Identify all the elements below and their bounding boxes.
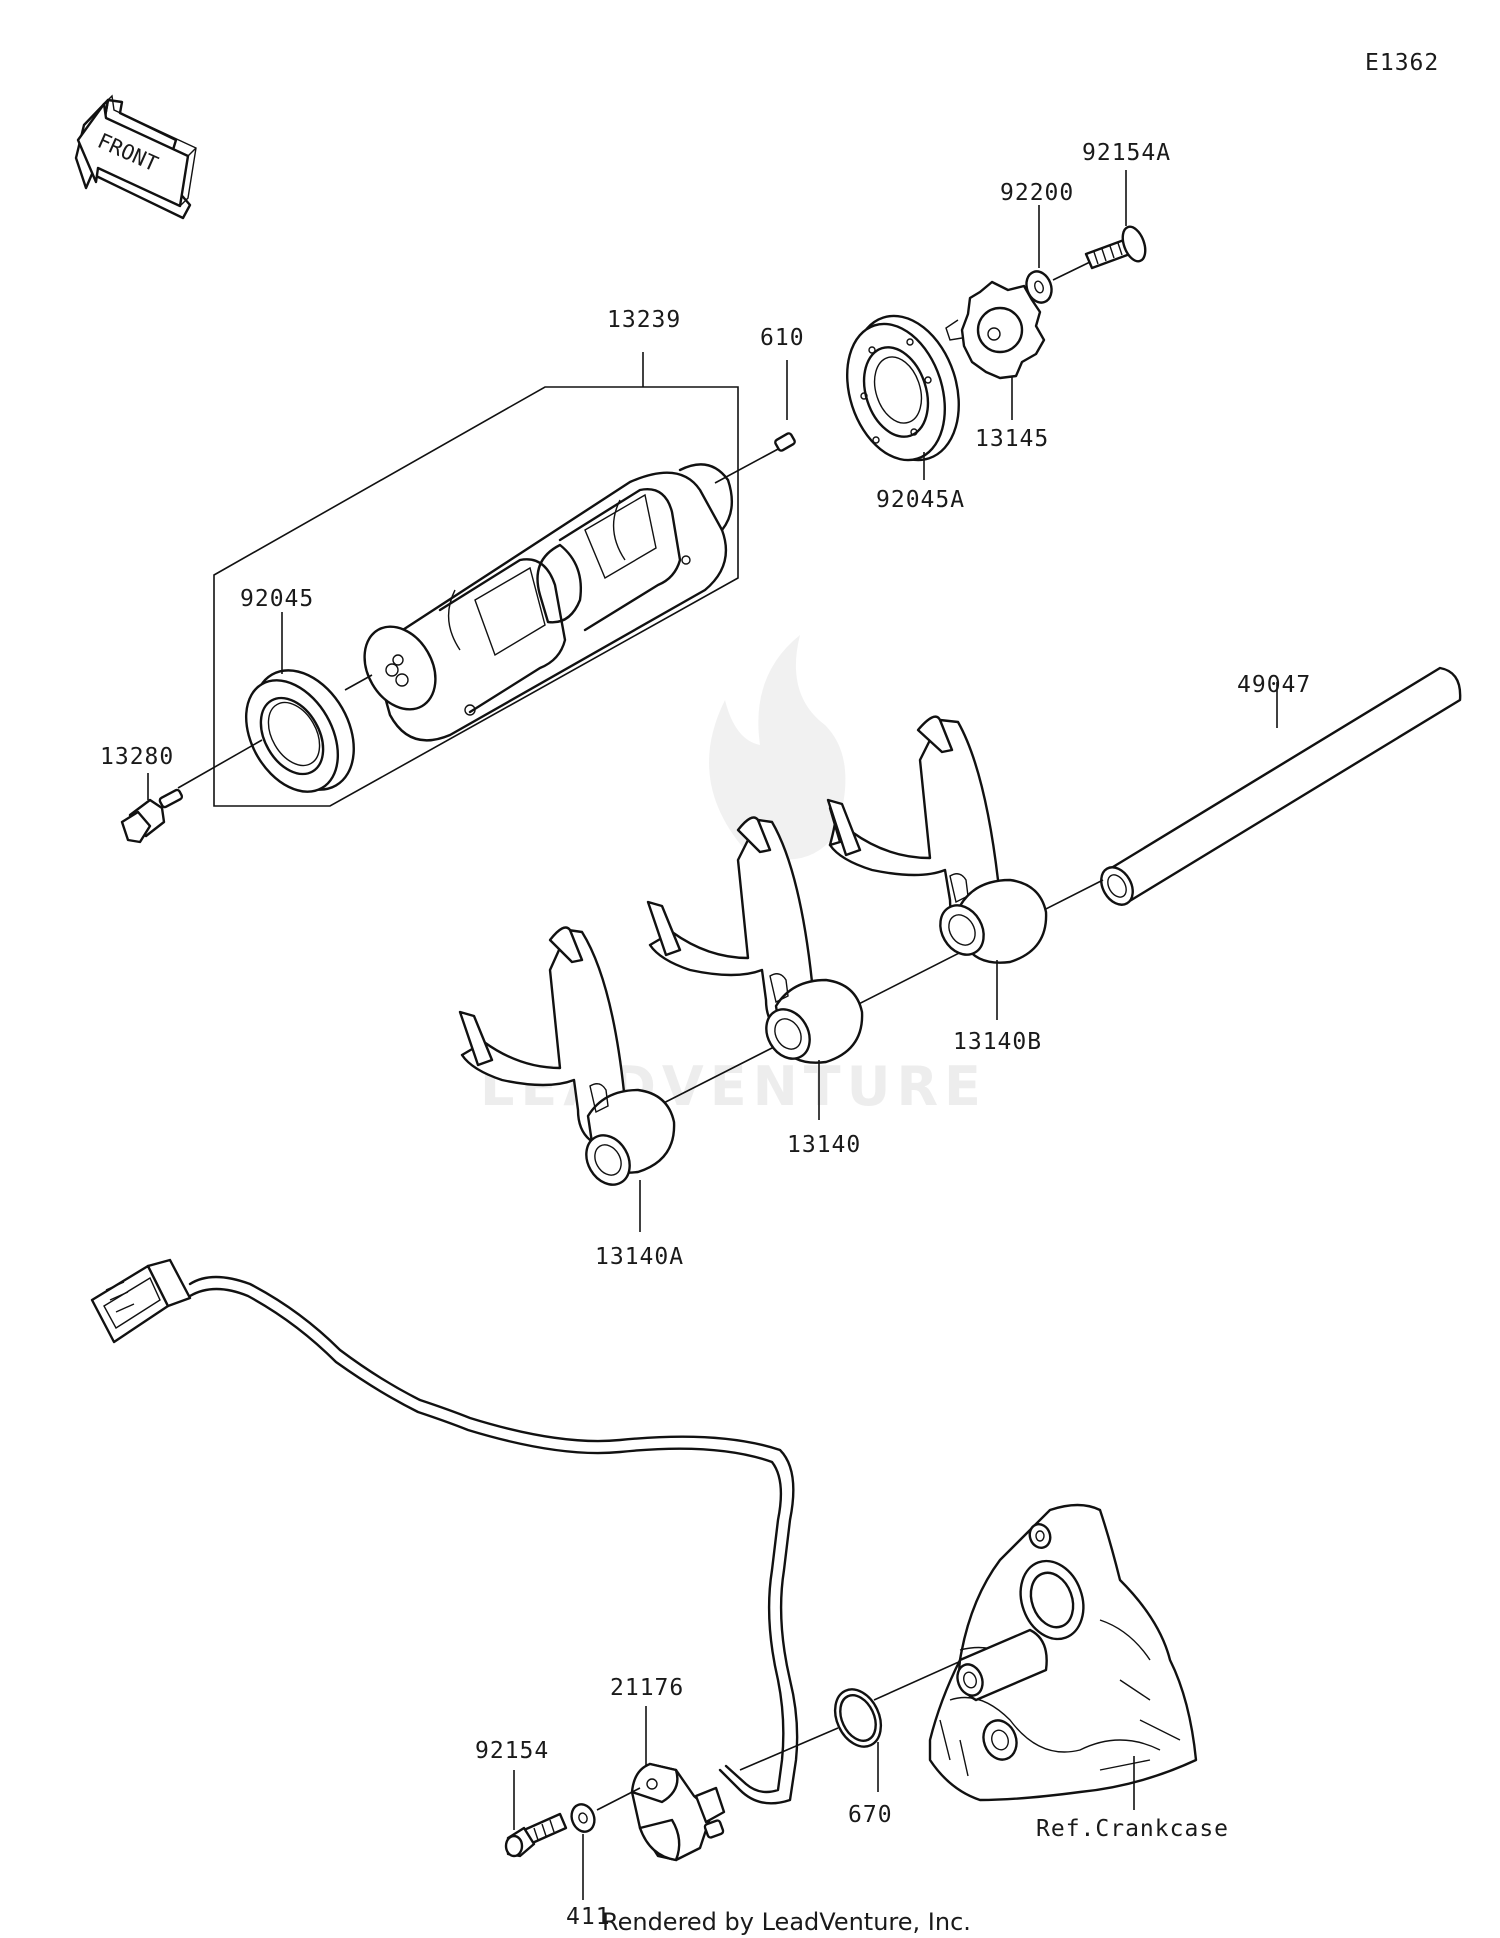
label-21176: 21176 (610, 1675, 684, 1701)
part-610-pin[interactable] (714, 360, 796, 484)
label-92045A: 92045A (876, 487, 965, 513)
label-610: 610 (760, 325, 805, 351)
label-ref-crankcase: Ref.Crankcase (1036, 1816, 1229, 1842)
part-49047-shift-rod[interactable] (1095, 666, 1462, 910)
leadventure-watermark: LEADVENTURE (480, 635, 987, 1118)
label-92045: 92045 (240, 586, 314, 612)
footer-credit: Rendered by LeadVenture, Inc. (602, 1908, 971, 1936)
part-21176-gear-position-sensor[interactable] (630, 1706, 726, 1862)
label-13140A: 13140A (595, 1244, 684, 1270)
front-direction-arrow-icon: FRONT (74, 94, 197, 220)
label-13140: 13140 (787, 1132, 861, 1158)
part-13140-shift-fork[interactable] (646, 816, 864, 1120)
part-92045-bearing[interactable] (227, 612, 374, 808)
label-92154: 92154 (475, 1738, 549, 1764)
part-92200-washer[interactable] (1022, 205, 1091, 306)
svg-text:LEADVENTURE: LEADVENTURE (480, 1055, 987, 1118)
label-13145: 13145 (975, 426, 1049, 452)
label-49047: 49047 (1237, 672, 1311, 698)
part-13140A-shift-fork[interactable] (458, 926, 676, 1232)
part-13280-pin[interactable] (120, 739, 263, 844)
label-411: 411 (566, 1904, 611, 1930)
label-13280: 13280 (100, 744, 174, 770)
label-13140B: 13140B (953, 1029, 1042, 1055)
part-13140B-shift-fork[interactable] (826, 715, 1048, 1020)
label-670: 670 (848, 1802, 893, 1828)
label-13239: 13239 (607, 307, 681, 333)
part-13239-shift-drum[interactable] (213, 352, 739, 807)
label-92200: 92200 (1000, 180, 1074, 206)
part-670-o-ring[interactable] (739, 1629, 1031, 1792)
part-411-washer[interactable] (568, 1787, 641, 1900)
gear-position-sensor-harness[interactable] (90, 1258, 799, 1805)
part-92154A-bolt[interactable] (1084, 170, 1150, 270)
label-92154A: 92154A (1082, 140, 1171, 166)
part-92045A-bearing[interactable] (831, 302, 977, 480)
part-13145-gear-positioning[interactable] (945, 280, 1046, 420)
part-92154-bolt[interactable] (504, 1770, 568, 1858)
ref-crankcase-section[interactable] (928, 1503, 1198, 1810)
diagram-code: E1362 (1365, 50, 1439, 76)
